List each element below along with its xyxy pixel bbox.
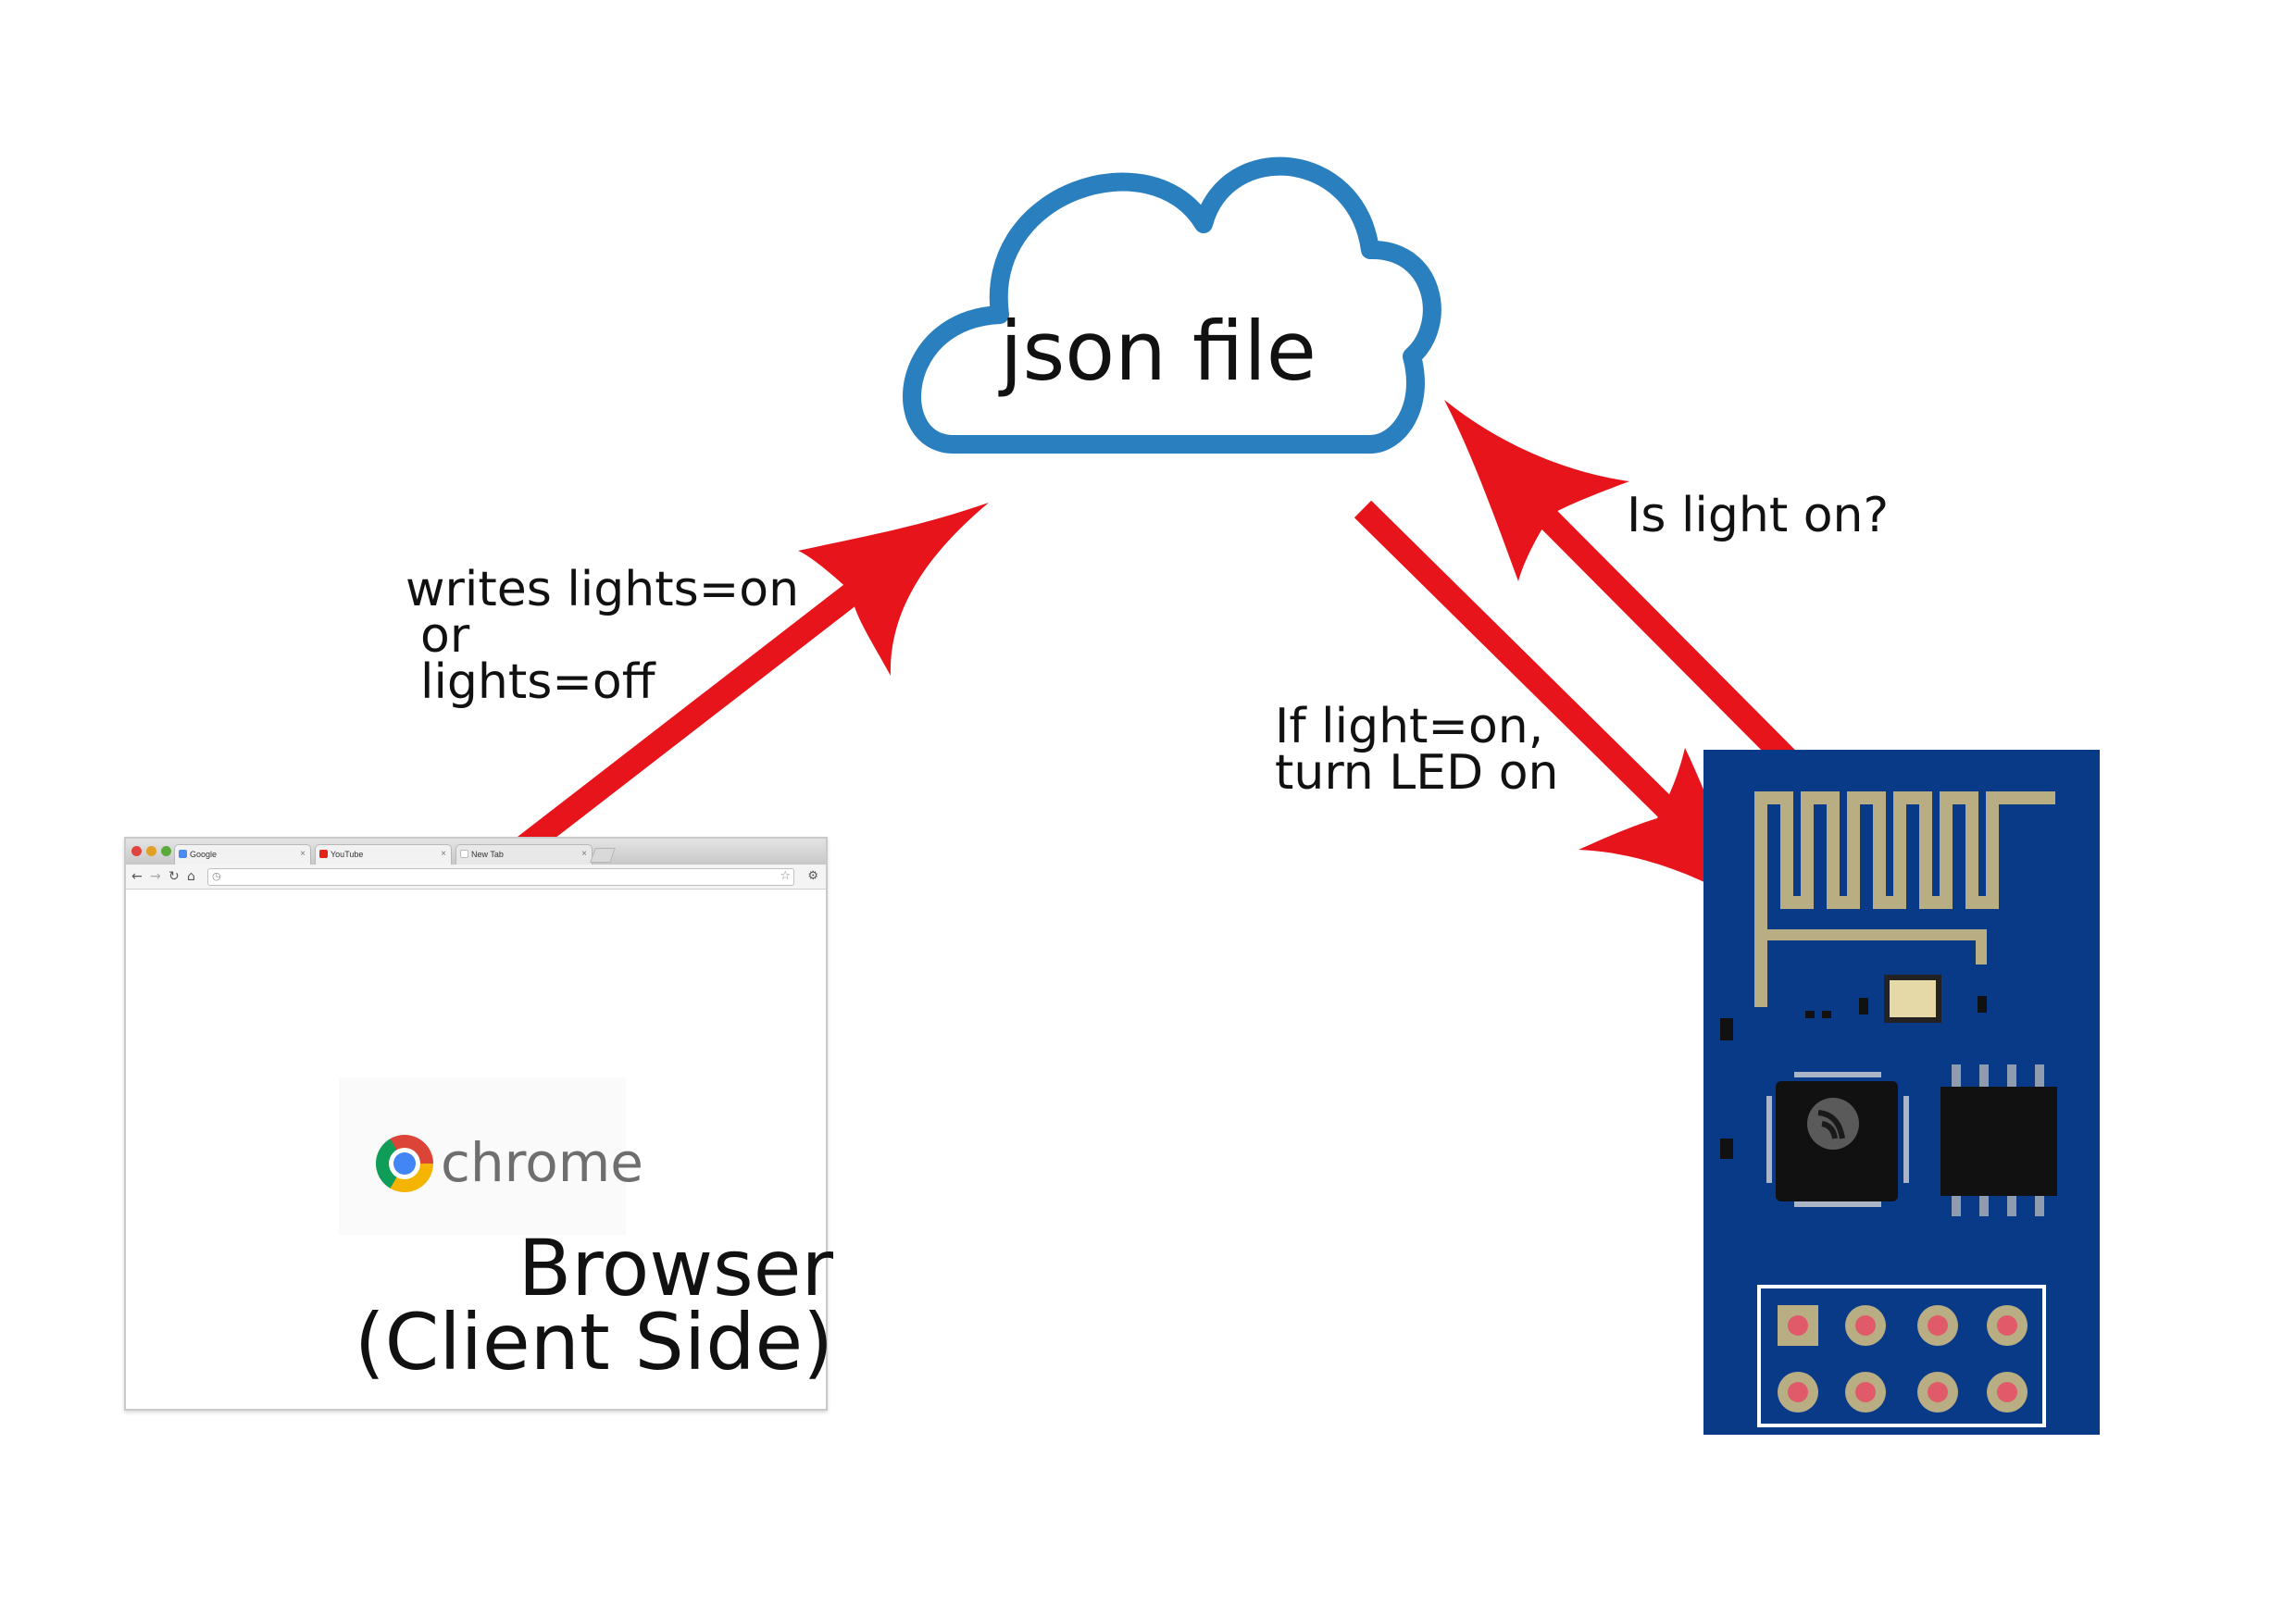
espressif-logo-icon — [1807, 1098, 1859, 1150]
device-action-note-line-2: turn LED on — [1275, 745, 1559, 801]
browser-tab-label: New Tab — [471, 850, 504, 859]
browser-caption: Browser (Client Side) — [354, 1223, 833, 1388]
google-icon — [179, 850, 187, 858]
back-icon[interactable]: ← — [131, 869, 143, 884]
device-query-note: Is light on? — [1627, 488, 1890, 543]
browser-tab-label: Google — [190, 850, 218, 859]
arrow-cloud-to-device-shaft — [1354, 500, 1705, 847]
device-action-note-line-1: If light=on, — [1275, 699, 1544, 754]
browser-titlebar: Google × YouTube × New Tab × — [126, 839, 826, 865]
smd-resistor — [1720, 1139, 1733, 1159]
flash-chip — [1940, 1087, 2057, 1196]
cloud-label: json file — [1000, 304, 1316, 399]
smd-capacitor — [1859, 998, 1868, 1014]
smd-led — [1884, 975, 1941, 1023]
device-action-note: If light=on, turn LED on — [1275, 699, 1559, 801]
youtube-icon — [319, 850, 328, 858]
browser-window: Google × YouTube × New Tab × ← → ↻ ⌂ ◷ ☆… — [124, 837, 833, 1411]
blank-page-icon — [460, 850, 468, 858]
esp8266-module — [1703, 750, 2100, 1435]
close-window-icon[interactable] — [131, 846, 142, 856]
tab-close-icon[interactable]: × — [441, 849, 446, 859]
browser-tab-label: YouTube — [331, 850, 364, 859]
home-icon[interactable]: ⌂ — [187, 869, 195, 884]
new-tab-button[interactable] — [590, 848, 616, 863]
pin-header-outline — [1757, 1285, 2046, 1427]
browser-write-note-line-3: lights=off — [420, 654, 655, 710]
cloud-icon — [903, 156, 1441, 454]
bookmark-star-icon[interactable]: ☆ — [780, 869, 791, 883]
browser-write-note: writes lights=on or lights=off — [406, 562, 800, 710]
browser-tab-new[interactable]: New Tab × — [455, 844, 593, 865]
antenna-feed — [1761, 929, 1987, 965]
smd-capacitor — [1978, 996, 1987, 1013]
wrench-menu-icon[interactable]: ⚙ — [807, 869, 818, 883]
chrome-splash: chrome — [339, 1077, 643, 1235]
arrow-browser-to-cloud-shaft — [517, 556, 894, 857]
window-controls[interactable] — [131, 846, 171, 856]
chrome-logo-icon — [376, 1135, 433, 1192]
forward-icon[interactable]: → — [150, 869, 161, 884]
address-bar[interactable]: ◷ ☆ — [207, 868, 794, 886]
tab-close-icon[interactable]: × — [581, 849, 587, 859]
antenna-trace — [1754, 791, 2055, 1007]
header-pins — [1778, 1305, 2028, 1413]
smd-resistor — [1822, 1011, 1831, 1018]
browser-tab-google[interactable]: Google × — [174, 844, 311, 865]
chrome-wordmark: chrome — [441, 1131, 643, 1194]
browser-write-note-line-1: writes lights=on — [406, 562, 800, 617]
browser-caption-line-2: (Client Side) — [354, 1297, 833, 1388]
browser-write-note-line-2: or — [420, 608, 470, 664]
browser-caption-line-1: Browser — [518, 1223, 833, 1313]
browser-toolbar: ← → ↻ ⌂ ◷ ☆ ⚙ — [126, 865, 826, 890]
smd-resistor — [1720, 1018, 1733, 1040]
flash-chip-pins — [1952, 1064, 2044, 1216]
reload-icon[interactable]: ↻ — [168, 869, 180, 884]
browser-tab-youtube[interactable]: YouTube × — [315, 844, 452, 865]
arrow-device-to-cloud-head — [1444, 400, 1629, 581]
page-info-icon: ◷ — [212, 870, 221, 882]
maximize-window-icon[interactable] — [161, 846, 171, 856]
tab-close-icon[interactable]: × — [300, 849, 306, 859]
minimize-window-icon[interactable] — [146, 846, 156, 856]
arrow-browser-to-cloud-head — [798, 503, 989, 676]
smd-resistor — [1805, 1011, 1815, 1018]
esp-chip-pins — [1766, 1072, 1909, 1207]
